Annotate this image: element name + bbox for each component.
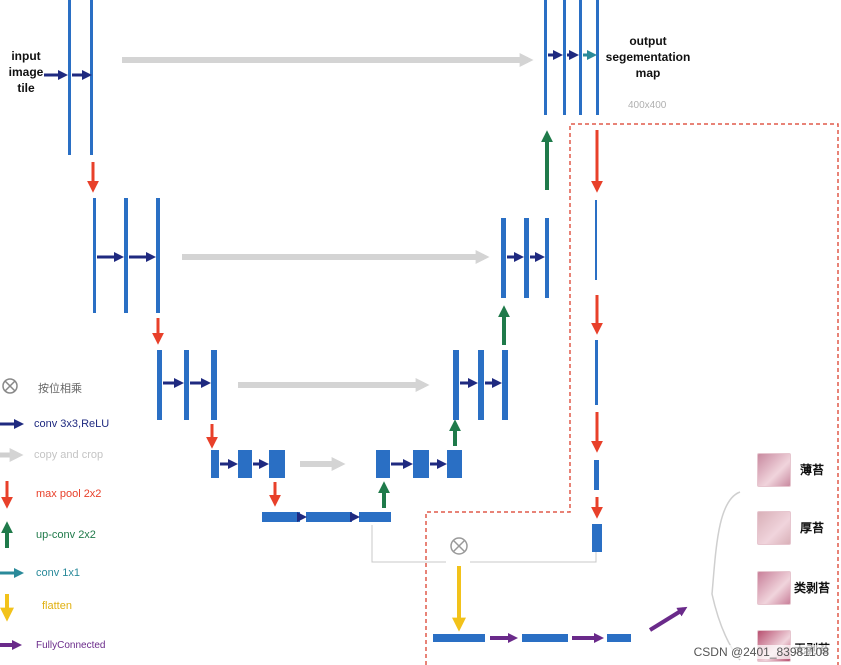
feature-map-block	[269, 450, 285, 478]
class-label: 薄苔	[800, 463, 825, 477]
feature-map-block	[545, 218, 549, 298]
feature-map-block	[93, 198, 96, 313]
watermark: CSDN @2401_83981108	[693, 645, 829, 659]
feature-map-block	[563, 0, 566, 115]
feature-map-block	[592, 524, 602, 552]
legend-item-label: copy and crop	[34, 449, 104, 461]
feature-map-block	[262, 512, 300, 522]
class-swatch-image	[757, 571, 791, 605]
output-label: output segementation map	[605, 34, 691, 80]
feature-map-block	[607, 634, 631, 642]
legend-item-label: conv 3x3,ReLU	[34, 418, 110, 430]
feature-map-block	[124, 198, 128, 313]
feature-map-block	[211, 350, 217, 420]
class-swatch-image	[757, 511, 791, 545]
class-label: 厚苔	[800, 521, 825, 535]
feature-map-block	[579, 0, 582, 115]
dashed-region	[425, 123, 839, 665]
feature-map-block	[359, 512, 391, 522]
feature-map-block	[68, 0, 71, 155]
input-label: input image tile	[8, 49, 44, 95]
feature-map-block	[478, 350, 484, 420]
feature-map-block	[594, 460, 599, 490]
feature-map-block	[447, 450, 462, 478]
merge-line	[371, 525, 446, 563]
feature-map-block	[433, 634, 485, 642]
feature-map-block	[595, 340, 598, 405]
legend-item-label: FullyConnected	[36, 640, 106, 651]
fc-arrow	[648, 606, 688, 632]
feature-map-block	[90, 0, 93, 155]
feature-map-block	[238, 450, 252, 478]
feature-map-block	[157, 350, 162, 420]
class-label: 类剥苔	[794, 581, 831, 595]
merge-line	[470, 552, 597, 563]
legend-item-label: 按位相乘	[38, 383, 82, 395]
legend-item-label: conv 1x1	[36, 567, 81, 579]
feature-map-block	[184, 350, 189, 420]
feature-map-block	[306, 512, 352, 522]
feature-map-block	[453, 350, 459, 420]
legend-item-label: flatten	[42, 600, 72, 612]
feature-map-block	[413, 450, 429, 478]
output-size-label: 400x400	[628, 100, 667, 111]
feature-map-block	[156, 198, 160, 313]
feature-map-block	[596, 0, 599, 115]
feature-map-block	[544, 0, 547, 115]
feature-map-block	[376, 450, 390, 478]
feature-map-block	[595, 200, 597, 280]
feature-map-block	[211, 450, 219, 478]
feature-map-block	[524, 218, 529, 298]
feature-map-block	[502, 350, 508, 420]
legend-item-label: max pool 2x2	[36, 488, 102, 500]
multiply-symbol	[452, 539, 466, 553]
legend-item-label: up-conv 2x2	[36, 529, 96, 541]
class-swatch-image	[757, 453, 791, 487]
class-bracket	[711, 491, 741, 661]
feature-map-block	[522, 634, 568, 642]
feature-map-block	[501, 218, 506, 298]
legend-multiply-icon	[4, 380, 16, 392]
